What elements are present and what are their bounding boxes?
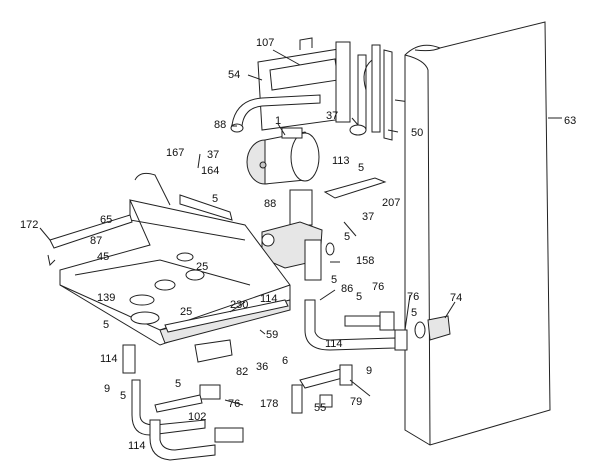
center-pipe-assembly — [291, 364, 353, 414]
right-pipe-assembly — [304, 299, 451, 351]
callout-5: 5 — [175, 378, 182, 390]
callout-139: 139 — [97, 292, 116, 304]
callout-36: 36 — [256, 361, 269, 373]
callout-230: 230 — [230, 299, 249, 311]
back-frame — [257, 37, 351, 131]
callout-5: 5 — [356, 291, 363, 303]
callout-114: 114 — [100, 353, 118, 365]
callout-107: 107 — [256, 37, 275, 49]
callout-5: 5 — [120, 390, 127, 402]
callout-114: 114 — [325, 338, 343, 350]
callout-87: 87 — [90, 235, 103, 247]
gas-valve — [261, 189, 335, 281]
callout-178: 178 — [260, 398, 279, 410]
callout-82: 82 — [236, 366, 249, 378]
callout-55: 55 — [314, 402, 327, 414]
callout-54: 54 — [228, 69, 241, 81]
callout-50: 50 — [411, 127, 424, 139]
callout-9: 9 — [366, 365, 373, 377]
pump — [246, 127, 320, 185]
vertical-pipes — [357, 44, 411, 141]
callout-5: 5 — [411, 307, 418, 319]
callout-65: 65 — [100, 214, 113, 226]
callout-158: 158 — [356, 255, 375, 267]
callout-6: 6 — [282, 355, 289, 367]
callout-5: 5 — [344, 231, 351, 243]
callout-113: 113 — [332, 155, 350, 167]
callout-172: 172 — [20, 219, 39, 231]
callout-45: 45 — [97, 251, 110, 263]
callout-59: 59 — [266, 329, 279, 341]
callout-9: 9 — [104, 383, 111, 395]
callout-102: 102 — [188, 411, 207, 423]
callout-37: 37 — [362, 211, 375, 223]
callout-37: 37 — [326, 110, 339, 122]
callout-5: 5 — [358, 162, 365, 174]
side-panel — [404, 21, 551, 446]
strip — [164, 299, 289, 333]
callout-114: 114 — [128, 440, 146, 452]
callout-86: 86 — [341, 283, 354, 295]
callout-114: 114 — [260, 293, 278, 305]
callout-164: 164 — [201, 165, 220, 177]
callout-37: 37 — [207, 149, 220, 161]
side-rail — [47, 214, 133, 267]
callout-74: 74 — [450, 292, 463, 304]
callout-76: 76 — [407, 291, 420, 303]
callout-76: 76 — [372, 281, 385, 293]
chassis-tray — [59, 172, 291, 346]
leader-lines — [39, 49, 562, 406]
callout-88: 88 — [264, 198, 277, 210]
callout-167: 167 — [166, 147, 185, 159]
callout-5: 5 — [212, 193, 219, 205]
callout-25: 25 — [196, 261, 209, 273]
callout-1: 1 — [275, 115, 282, 127]
callout-5: 5 — [103, 319, 110, 331]
callout-5: 5 — [331, 274, 338, 286]
callout-79: 79 — [350, 396, 363, 408]
callout-63: 63 — [564, 115, 577, 127]
callout-88: 88 — [214, 119, 227, 131]
callout-25: 25 — [180, 306, 193, 318]
callout-207: 207 — [382, 197, 401, 209]
left-pipe-assembly — [122, 339, 244, 461]
callout-76: 76 — [228, 398, 241, 410]
